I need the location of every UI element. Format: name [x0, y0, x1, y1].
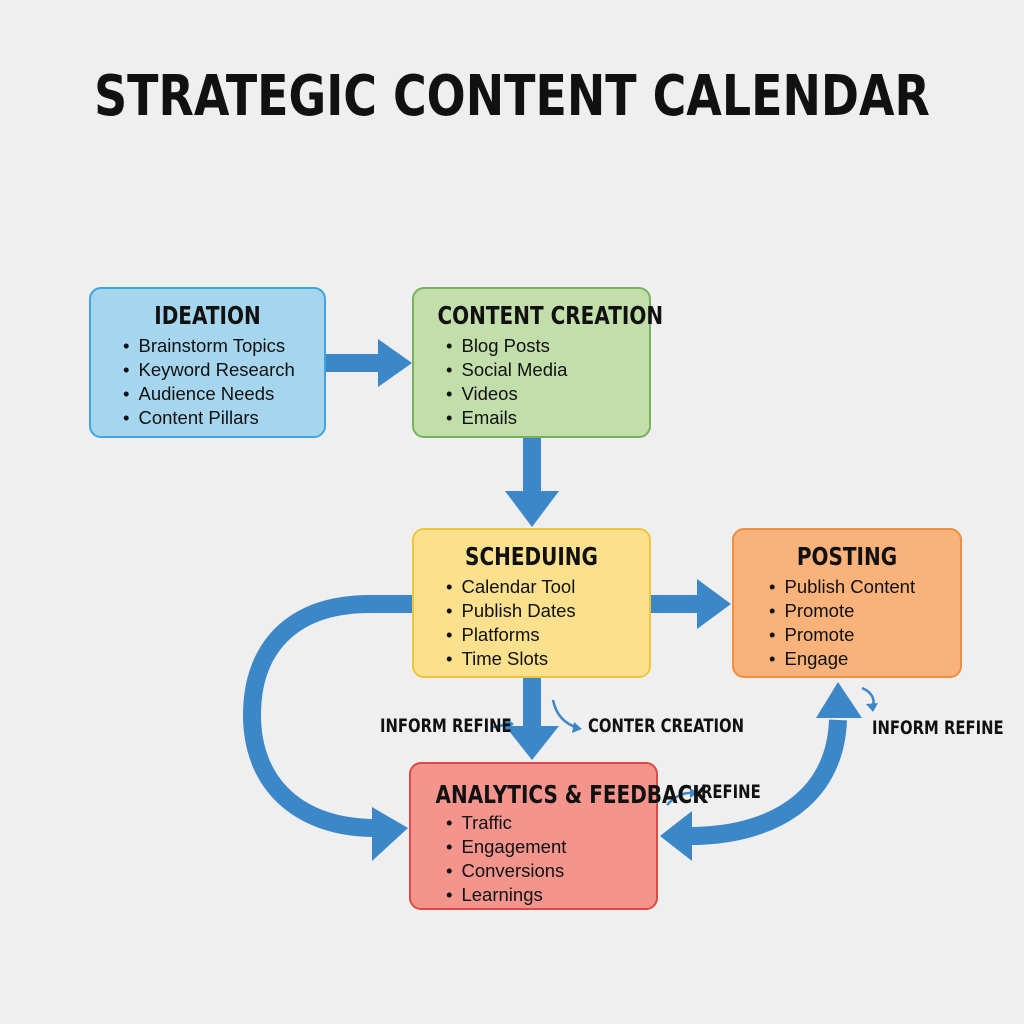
scheduling-title: SCHEDUING — [465, 542, 598, 571]
list-item: Content Pillars — [123, 406, 324, 430]
analytics-feedback-box: ANALYTICS & FEEDBACK Traffic Engagement … — [409, 762, 708, 910]
list-item: Time Slots — [446, 647, 649, 671]
list-item: Keyword Research — [123, 358, 324, 382]
ideation-box: IDEATION Brainstorm Topics Keyword Resea… — [89, 287, 326, 438]
content-creation-box: CONTENT CREATION Blog Posts Social Media… — [412, 287, 664, 438]
list-item: Videos — [446, 382, 649, 406]
arrow-scheduling-to-posting — [651, 579, 731, 629]
list-item: Traffic — [446, 811, 656, 835]
list-item: Conversions — [446, 859, 656, 883]
list-item: Audience Needs — [123, 382, 324, 406]
label-inform-refine-left: INFORM REFINE — [380, 715, 512, 737]
list-item: Platforms — [446, 623, 649, 647]
list-item: Promote — [769, 599, 960, 623]
label-inform-refine-right: INFORM REFINE — [872, 717, 1004, 739]
label-conter-creation: CONTER CREATION — [588, 715, 745, 737]
analytics-feedback-title: ANALYTICS & FEEDBACK — [435, 780, 708, 809]
arrow-creation-to-scheduling — [505, 438, 559, 527]
diagram-title: STRATEGIC CONTENT CALENDAR — [94, 64, 930, 129]
posting-title: POSTING — [796, 542, 898, 571]
list-item: Engagement — [446, 835, 656, 859]
arrow-ideation-to-creation — [326, 339, 412, 387]
list-item: Promote — [769, 623, 960, 647]
list-item: Blog Posts — [446, 334, 649, 358]
posting-list: Publish Content Promote Promote Engage — [734, 575, 960, 671]
analytics-feedback-list: Traffic Engagement Conversions Learnings — [411, 811, 656, 907]
list-item: Publish Content — [769, 575, 960, 599]
list-item: Learnings — [446, 883, 656, 907]
scheduling-box: SCHEDUING Calendar Tool Publish Dates Pl… — [412, 528, 651, 678]
arrow-scheduling-to-analytics — [505, 678, 559, 760]
list-item: Social Media — [446, 358, 649, 382]
label-refine: REFINE — [701, 781, 761, 803]
arrow-loop-analytics-to-posting — [660, 682, 862, 861]
list-item: Publish Dates — [446, 599, 649, 623]
ideation-list: Brainstorm Topics Keyword Research Audie… — [91, 334, 324, 430]
list-item: Calendar Tool — [446, 575, 649, 599]
posting-box: POSTING Publish Content Promote Promote … — [732, 528, 962, 678]
list-item: Emails — [446, 406, 649, 430]
ideation-title: IDEATION — [154, 301, 261, 330]
list-item: Engage — [769, 647, 960, 671]
scheduling-list: Calendar Tool Publish Dates Platforms Ti… — [414, 575, 649, 671]
arrow-loop-scheduling-to-analytics — [242, 595, 412, 861]
content-creation-title: CONTENT CREATION — [437, 301, 664, 330]
content-creation-list: Blog Posts Social Media Videos Emails — [414, 334, 649, 430]
list-item: Brainstorm Topics — [123, 334, 324, 358]
